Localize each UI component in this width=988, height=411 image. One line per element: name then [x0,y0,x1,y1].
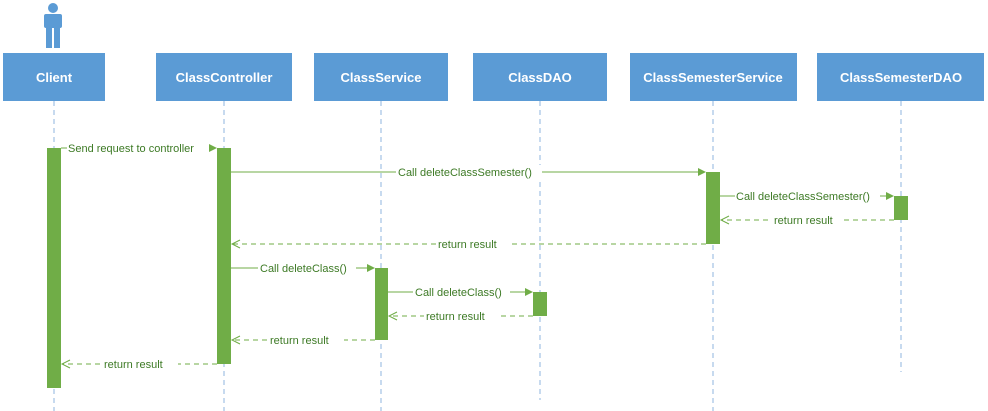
message-return-result-semservice[interactable]: return result [230,237,706,251]
lifeline-header-dao[interactable]: ClassDAO [473,53,607,101]
message-label: return result [426,311,485,323]
message-label: return result [774,215,833,227]
arrowhead-icon [719,215,730,225]
arrowhead-icon [886,192,894,200]
message-label: Send request to controller [68,143,194,155]
lifeline-header-controller[interactable]: ClassController [156,53,292,101]
lifeline-label-controller: ClassController [176,70,273,85]
activation-client [47,148,61,388]
message-call-delete-class-semester[interactable]: Call deleteClassSemester() [231,165,706,179]
lifeline-label-dao: ClassDAO [508,70,572,85]
activation-semservice [706,172,720,244]
message-label: Call deleteClass() [260,263,347,275]
activation-dao [533,292,547,316]
activation-semdao [894,196,908,220]
message-label: Call deleteClassSemester() [736,191,870,203]
message-label: Call deleteClass() [415,287,502,299]
message-call-delete-class-semester-dao[interactable]: Call deleteClassSemester() [720,189,894,203]
message-label: return result [438,239,497,251]
arrowhead-icon [60,359,71,369]
message-return-result-semdao[interactable]: return result [719,213,894,227]
arrowhead-icon [230,239,241,249]
activation-controller [217,148,231,364]
message-label: return result [270,335,329,347]
message-call-delete-class[interactable]: Call deleteClass() [231,261,375,275]
message-call-delete-class-dao[interactable]: Call deleteClass() [388,285,533,299]
lifeline-label-service: ClassService [341,70,422,85]
arrowhead-icon [387,311,398,321]
arrowhead-icon [525,288,533,296]
arrowhead-icon [698,168,706,176]
arrowhead-icon [230,335,241,345]
lifeline-label-semservice: ClassSemesterService [643,70,783,85]
lifeline-label-client: Client [36,70,73,85]
lifeline-header-semservice[interactable]: ClassSemesterService [630,53,797,101]
arrowhead-icon [209,144,217,152]
arrowhead-icon [367,264,375,272]
message-return-result-dao[interactable]: return result [387,309,533,323]
message-label: return result [104,359,163,371]
lifeline-header-semdao[interactable]: ClassSemesterDAO [817,53,984,101]
message-return-result-controller[interactable]: return result [60,357,217,371]
activation-service [375,268,388,340]
activation-bars [47,148,908,388]
lifeline-label-semdao: ClassSemesterDAO [840,70,962,85]
lifeline-header-client[interactable]: Client [3,53,105,101]
message-return-result-service[interactable]: return result [230,333,375,347]
message-send-request[interactable]: Send request to controller [61,141,217,155]
message-label: Call deleteClassSemester() [398,167,532,179]
person-icon [44,3,62,48]
lifeline-header-service[interactable]: ClassService [314,53,448,101]
